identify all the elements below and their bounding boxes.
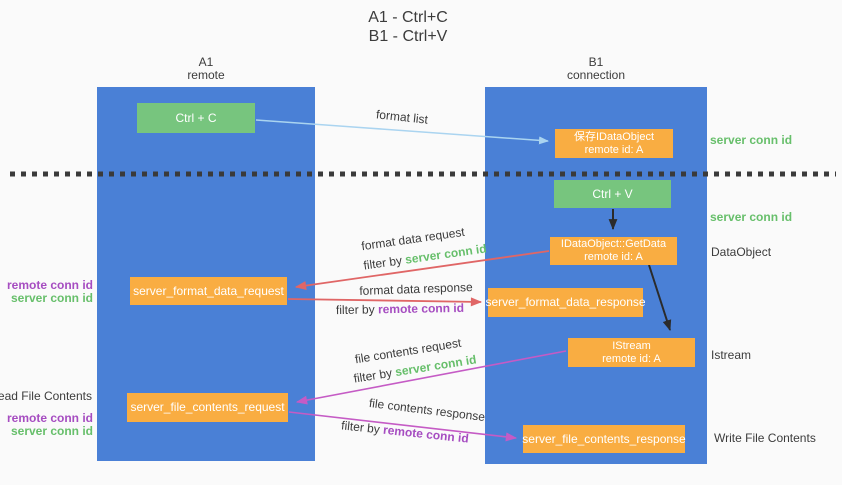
lane-a1-name: A1 xyxy=(198,55,214,69)
save-dataobject-line-2: remote id: A xyxy=(584,143,644,156)
lane-header-b1: B1 connection xyxy=(485,56,707,82)
server-conn-id-right-mid-label: server conn id xyxy=(710,210,793,224)
filter-by-text: filter by xyxy=(335,302,375,318)
remote-conn-id-file-label: remote conn id xyxy=(6,411,93,425)
node-istream: IStream remote id: A xyxy=(568,338,695,367)
filter-by-text: filter by xyxy=(362,253,403,273)
filter-by-text: filter by xyxy=(340,418,381,437)
lane-header-a1: A1 remote xyxy=(97,56,315,82)
server-conn-id-format-label: server conn id xyxy=(10,291,93,305)
save-dataobject-line-1: 保存IDataObject xyxy=(573,130,655,143)
server-file-contents-request-label: server_file_contents_request xyxy=(130,400,285,414)
write-file-contents-label: Write File Contents xyxy=(714,431,816,445)
istream-line-2: remote id: A xyxy=(602,352,661,365)
format-list-label: format list xyxy=(375,107,429,127)
filter-by-text: filter by xyxy=(352,365,394,386)
remote-conn-id-text: remote conn id xyxy=(377,300,465,317)
node-server-file-contents-request: server_file_contents_request xyxy=(127,393,288,422)
server-conn-id-right-top-label: server conn id xyxy=(710,133,793,147)
filter-by-remote-conn-id-format-label: filter by remote conn id xyxy=(336,301,464,317)
server-file-contents-response-label: server_file_contents_response xyxy=(522,431,686,446)
lane-b1-role: connection xyxy=(566,68,626,82)
diagram-title: A1 - Ctrl+C B1 - Ctrl+V xyxy=(0,8,816,46)
server-format-data-response-label: server_format_data_response xyxy=(485,295,646,309)
ctrl-c-label: Ctrl + C xyxy=(175,110,217,125)
getdata-line-1: IDataObject::GetData xyxy=(560,238,667,250)
remote-conn-id-text: remote conn id xyxy=(382,422,470,446)
node-ctrl-c: Ctrl + C xyxy=(137,103,255,133)
lane-b1-name: B1 xyxy=(588,55,604,69)
title-line-1: A1 - Ctrl+C xyxy=(368,9,448,26)
server-format-data-request-label: server_format_data_request xyxy=(133,283,284,298)
node-server-format-data-response: server_format_data_response xyxy=(485,288,646,317)
filter-by-remote-conn-id-file-label: filter by remote conn id xyxy=(341,418,470,445)
title-line-2: B1 - Ctrl+V xyxy=(368,28,448,45)
istream-side-label: Istream xyxy=(711,348,752,362)
node-server-file-contents-response: server_file_contents_response xyxy=(522,425,686,453)
read-file-contents-label: Read File Contents xyxy=(0,389,92,403)
format-data-response-label: format data response xyxy=(359,280,473,298)
istream-line-1: IStream xyxy=(612,339,651,352)
node-ctrl-v: Ctrl + V xyxy=(554,180,671,208)
getdata-line-2: remote id: A xyxy=(584,251,643,263)
node-getdata: IDataObject::GetData remote id: A xyxy=(550,237,677,265)
server-conn-id-file-label: server conn id xyxy=(10,424,93,438)
file-contents-response-label: file contents response xyxy=(368,395,486,425)
dataobject-label: DataObject xyxy=(711,245,772,259)
ctrl-v-label: Ctrl + V xyxy=(592,186,633,201)
node-save-dataobject: 保存IDataObject remote id: A xyxy=(555,129,673,158)
lane-a1-role: remote xyxy=(187,68,225,82)
remote-conn-id-format-label: remote conn id xyxy=(6,278,93,292)
node-server-format-data-request: server_format_data_request xyxy=(130,277,287,305)
